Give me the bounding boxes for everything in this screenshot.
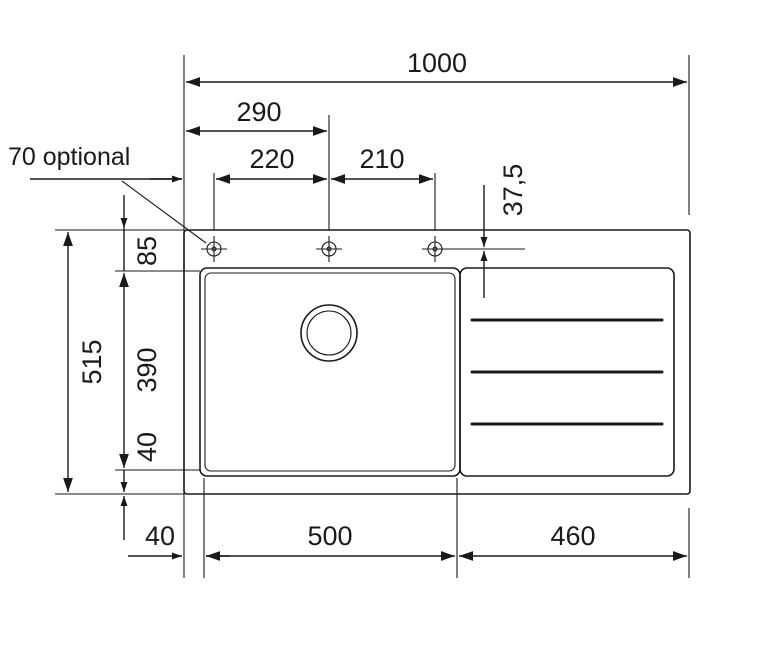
dimension-1000: 1000 xyxy=(186,48,687,87)
dimension-label: 1000 xyxy=(407,48,467,78)
dimension-515: 515 xyxy=(63,232,107,492)
dimension-label: 390 xyxy=(132,347,162,392)
countertop-outline xyxy=(183,229,691,495)
sink-outline xyxy=(183,229,691,495)
dimension-label: 460 xyxy=(550,521,595,551)
dimension-390: 390 xyxy=(119,273,162,468)
drainer-outline xyxy=(459,267,675,477)
dimension-40-bottom: 40 xyxy=(128,521,230,560)
drain-outer-icon xyxy=(300,304,358,362)
dimension-37-5: 37,5 xyxy=(480,164,528,298)
drainer-board xyxy=(459,267,675,477)
dimension-40-vertical: 40 xyxy=(120,432,162,540)
drain-inner-icon xyxy=(306,310,352,356)
optional-tap-hole-callout: 70 optional xyxy=(8,143,207,244)
dimension-500: 500 xyxy=(206,521,455,561)
bowl-outer xyxy=(199,267,461,477)
dimension-460: 460 xyxy=(459,521,687,561)
extension-lines xyxy=(55,55,690,578)
dimension-85: 85 xyxy=(120,195,162,271)
dimension-label: 40 xyxy=(145,521,175,551)
tap-hole-optional-icon xyxy=(201,236,227,262)
tap-hole-icon xyxy=(422,236,525,262)
bowl-inner xyxy=(204,272,456,472)
tap-hole-icon xyxy=(316,236,342,262)
dimension-label: 37,5 xyxy=(498,164,528,217)
dimension-label: 500 xyxy=(307,521,352,551)
dimension-label: 85 xyxy=(132,236,162,266)
dimension-label: 290 xyxy=(236,97,281,127)
sink-bowl xyxy=(199,267,461,477)
tap-holes xyxy=(201,236,525,262)
dimension-label: 40 xyxy=(132,432,162,462)
optional-note: 70 optional xyxy=(8,143,130,171)
dimension-chain-220-210: 220 210 xyxy=(30,144,433,184)
dimension-290: 290 xyxy=(186,97,327,136)
dimension-label: 220 xyxy=(249,144,294,174)
dimension-label: 515 xyxy=(77,339,107,384)
dimension-label: 210 xyxy=(359,144,404,174)
